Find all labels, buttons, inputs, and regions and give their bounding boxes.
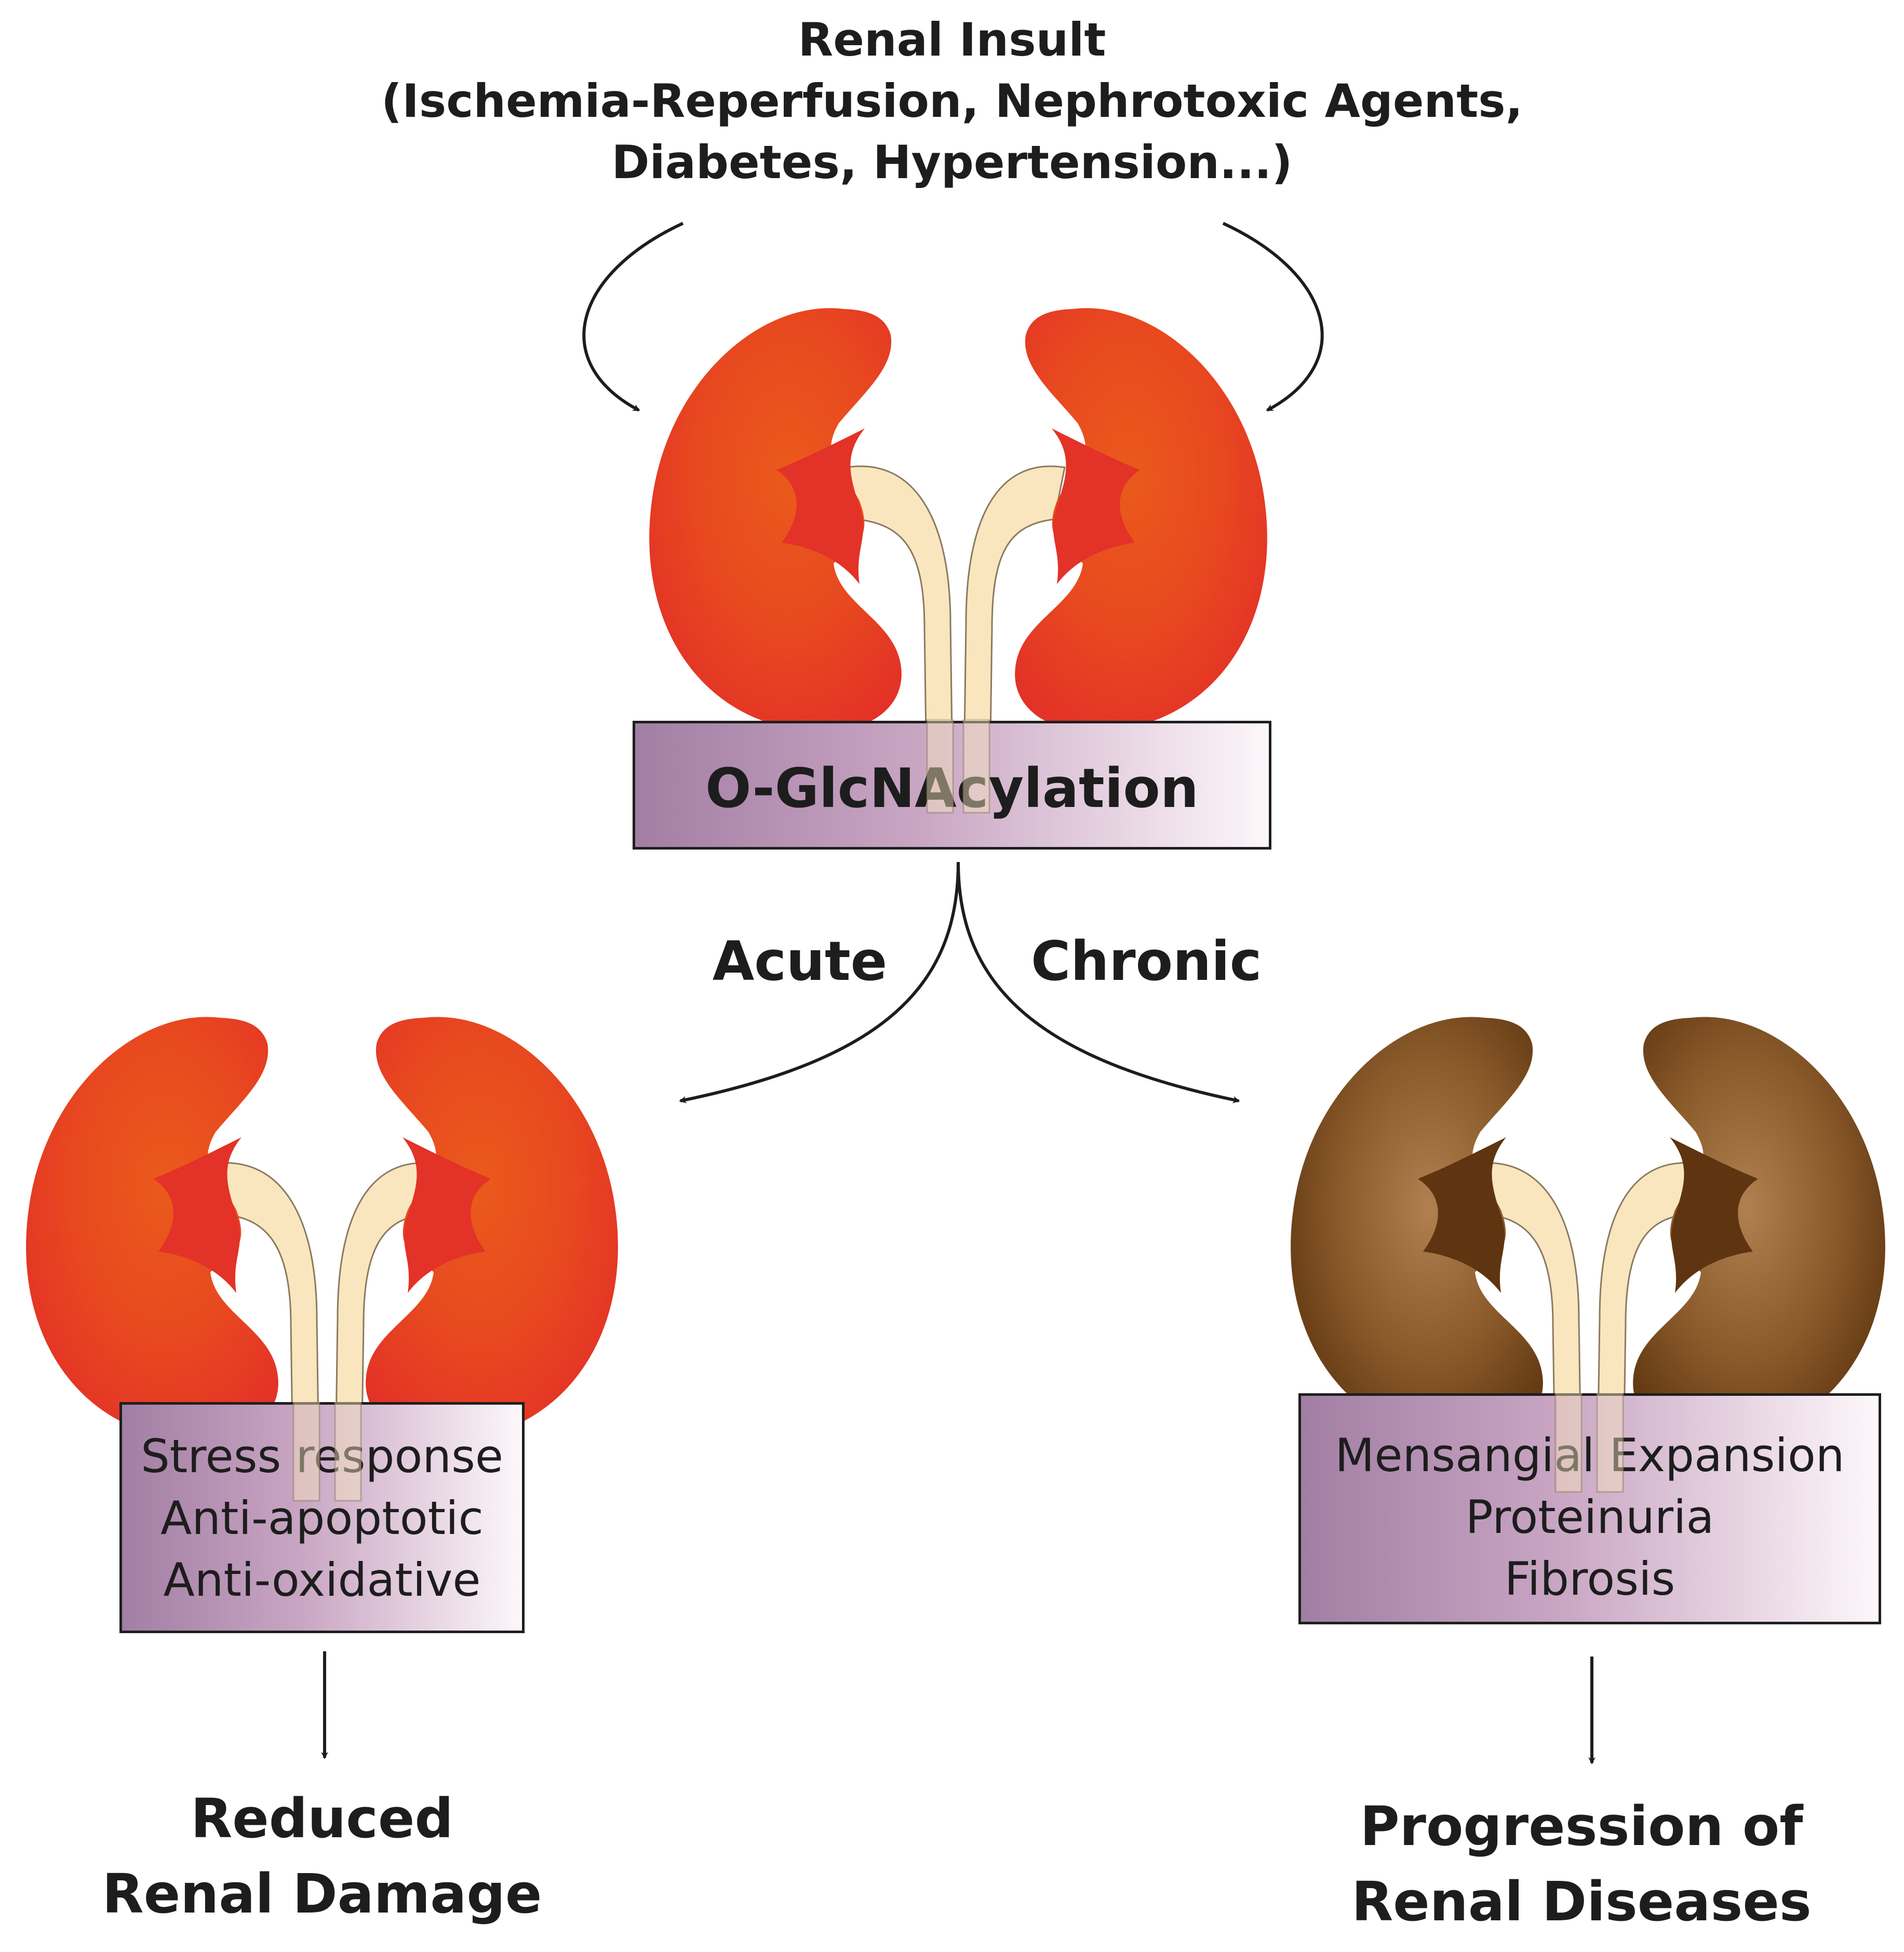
acute-label: Acute xyxy=(712,930,888,993)
acute-effect-1: Stress response xyxy=(140,1430,504,1483)
acute-effects-list: Stress response Anti-apoptotic Anti-oxid… xyxy=(122,1425,522,1611)
chronic-kidney-right xyxy=(1633,1017,1885,1441)
chronic-arrow xyxy=(957,861,1240,1103)
chronic-ureter-overlay xyxy=(1554,1393,1624,1493)
renal-insult-causes-line1: (Ischemia-Reperfusion, Nephrotoxic Agent… xyxy=(381,74,1523,128)
o-glcnacylation-box: O-GlcNAcylation xyxy=(633,721,1271,850)
acute-effect-2: Anti-apoptotic xyxy=(160,1491,484,1545)
chronic-outcome: Progression of Renal Diseases xyxy=(1340,1789,1823,1940)
insult-arrow-right xyxy=(1222,222,1324,412)
center-ureter-overlay xyxy=(926,719,990,814)
acute-outcome: Reduced Renal Damage xyxy=(93,1781,551,1932)
renal-insult-title: Renal Insult xyxy=(798,13,1106,66)
chronic-effect-1: Mensangial Expansion xyxy=(1335,1429,1845,1482)
acute-effects-box: Stress response Anti-apoptotic Anti-oxid… xyxy=(119,1402,525,1633)
renal-insult-causes-line2: Diabetes, Hypertension...) xyxy=(611,136,1293,189)
acute-arrow xyxy=(679,861,960,1103)
chronic-effect-3: Fibrosis xyxy=(1504,1552,1675,1606)
chronic-label: Chronic xyxy=(1031,930,1262,993)
acute-ureter-overlay xyxy=(292,1402,362,1502)
acute-effect-3: Anti-oxidative xyxy=(163,1553,481,1607)
acute-kidney-right xyxy=(366,1017,618,1441)
top-kidney-left xyxy=(649,308,902,732)
insult-arrow-left xyxy=(582,222,684,412)
chronic-effect-2: Proteinuria xyxy=(1465,1490,1714,1544)
o-glcnacylation-label: O-GlcNAcylation xyxy=(705,757,1199,820)
chronic-effects-list: Mensangial Expansion Proteinuria Fibrosi… xyxy=(1301,1424,1879,1610)
acute-kidney-left xyxy=(26,1017,278,1441)
top-kidney-right xyxy=(1015,308,1267,732)
chronic-outcome-line2: Renal Diseases xyxy=(1351,1870,1812,1933)
chronic-kidney-left xyxy=(1291,1017,1543,1441)
chronic-effects-box: Mensangial Expansion Proteinuria Fibrosi… xyxy=(1298,1393,1881,1624)
acute-outcome-line1: Reduced xyxy=(191,1787,453,1850)
acute-outcome-line2: Renal Damage xyxy=(102,1862,542,1926)
renal-insult-heading: Renal Insult (Ischemia-Reperfusion, Neph… xyxy=(329,9,1575,193)
chronic-outcome-line1: Progression of xyxy=(1360,1795,1803,1858)
